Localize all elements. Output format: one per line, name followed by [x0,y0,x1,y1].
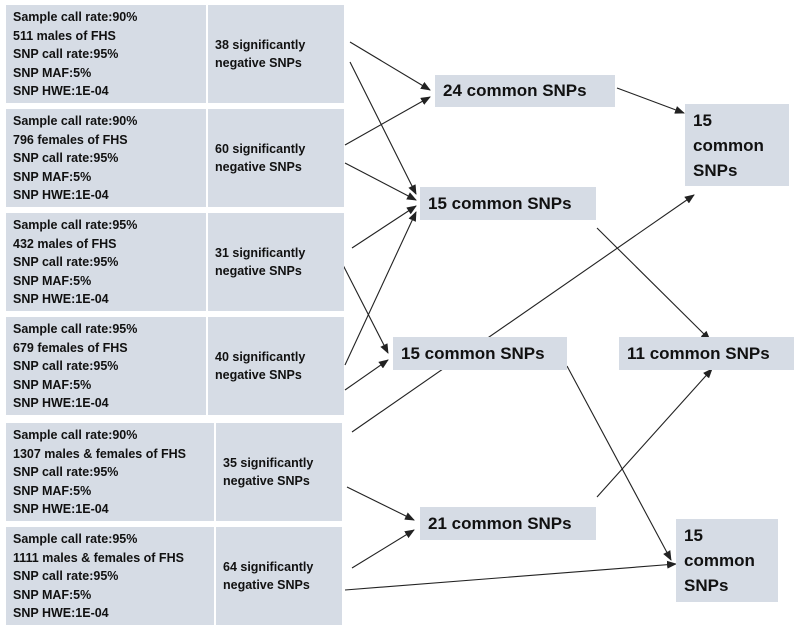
common-box-24: 24 common SNPs [435,75,615,107]
result-text: 64 significantly negative SNPs [223,560,314,592]
common-label: 15 common SNPs [428,193,572,213]
common-box-15a: 15 common SNPs [420,187,596,220]
criteria-line: 1307 males & females of FHS [13,446,186,461]
criteria-line: SNP HWE:1E-04 [13,396,109,410]
arrow-g1-to-c24 [349,41,431,91]
criteria-box-4: Sample call rate:95% 679 females of FHS … [6,317,206,415]
filter-group-6: Sample call rate:95% 1111 males & female… [6,527,342,625]
arrow-g5-to-c21 [346,486,415,521]
criteria-line: Sample call rate:95% [13,532,138,546]
criteria-line: Sample call rate:90% [13,428,138,442]
result-text: 35 significantly negative SNPs [223,456,314,488]
filter-group-1: Sample call rate:90% 511 males of FHS SN… [6,5,344,103]
common-box-21: 21 common SNPs [420,507,596,540]
result-text: 31 significantly negative SNPs [215,246,306,278]
criteria-line: SNP call rate:95% [13,569,119,583]
criteria-line: SNP MAF:5% [13,587,92,602]
criteria-line: SNP HWE:1E-04 [13,84,109,98]
arrow-g1-to-c15a [349,61,417,195]
result-text: 40 significantly negative SNPs [215,350,306,382]
common-label: 15 common SNPs [684,526,755,595]
criteria-box-6: Sample call rate:95% 1111 males & female… [6,527,214,625]
criteria-line: Sample call rate:95% [13,322,138,336]
criteria-line: SNP call rate:95% [13,465,119,479]
common-label: 11 common SNPs [627,343,770,363]
arrow-g3-to-c15a [351,205,417,249]
criteria-line: 1111 males & females of FHS [13,550,184,565]
result-box-6: 64 significantly negative SNPs [216,527,342,625]
arrow-c15a-to-c11 [596,227,711,341]
criteria-box-3: Sample call rate:95% 432 males of FHS SN… [6,213,206,311]
common-label: 21 common SNPs [428,513,572,533]
criteria-line: 511 males of FHS [13,28,116,43]
common-label: 15 common SNPs [401,343,545,363]
arrow-c15b-to-c15bottom [566,365,672,561]
result-box-4: 40 significantly negative SNPs [208,317,344,415]
arrow-g5-to-c15top [351,194,695,433]
arrow-g3-to-c15b [342,264,389,354]
criteria-line: SNP MAF:5% [13,483,92,498]
arrow-g6-to-c21 [351,529,415,569]
filter-group-2: Sample call rate:90% 796 females of FHS … [6,109,344,207]
criteria-box-1: Sample call rate:90% 511 males of FHS SN… [6,5,206,103]
filter-group-3: Sample call rate:95% 432 males of FHS SN… [6,213,344,311]
criteria-line: SNP MAF:5% [13,377,92,392]
filter-group-5: Sample call rate:90% 1307 males & female… [6,423,342,521]
common-label: 24 common SNPs [443,81,587,100]
arrow-g6-to-c15bottom [344,560,677,591]
result-box-3: 31 significantly negative SNPs [208,213,344,311]
criteria-line: Sample call rate:90% [13,10,138,24]
result-text: 60 significantly negative SNPs [215,142,306,174]
common-box-11: 11 common SNPs [619,337,794,370]
common-box-15b: 15 common SNPs [393,337,567,370]
arrow-c24-to-c15top [616,87,685,114]
arrow-g4-to-c15a [344,211,417,366]
criteria-line: SNP call rate:95% [13,359,119,373]
criteria-line: Sample call rate:90% [13,114,138,128]
criteria-line: Sample call rate:95% [13,218,138,232]
criteria-line: SNP call rate:95% [13,47,119,61]
criteria-line: SNP HWE:1E-04 [13,606,109,620]
result-box-1: 38 significantly negative SNPs [208,5,344,103]
criteria-line: 796 females of FHS [13,132,128,147]
arrow-g2-to-c15a [344,162,417,201]
arrow-c21-to-c11 [596,368,713,498]
criteria-line: SNP MAF:5% [13,273,92,288]
result-text: 38 significantly negative SNPs [215,38,306,70]
arrow-g4-to-c15b [344,359,389,391]
criteria-line: SNP HWE:1E-04 [13,188,109,202]
criteria-line: SNP MAF:5% [13,169,92,184]
result-box-5: 35 significantly negative SNPs [216,423,342,521]
criteria-line: 679 females of FHS [13,340,128,355]
criteria-box-2: Sample call rate:90% 796 females of FHS … [6,109,206,207]
criteria-line: SNP HWE:1E-04 [13,502,109,516]
criteria-line: 432 males of FHS [13,236,117,251]
common-label: 15 common SNPs [693,111,764,180]
criteria-line: SNP MAF:5% [13,65,92,80]
criteria-line: SNP HWE:1E-04 [13,292,109,306]
filter-group-4: Sample call rate:95% 679 females of FHS … [6,317,344,415]
common-box-15-bottom: 15 common SNPs [676,519,778,602]
arrow-g2-to-c24 [344,96,431,146]
common-box-15-top: 15 common SNPs [685,104,789,186]
criteria-line: SNP call rate:95% [13,151,119,165]
criteria-box-5: Sample call rate:90% 1307 males & female… [6,423,214,521]
criteria-line: SNP call rate:95% [13,255,119,269]
result-box-2: 60 significantly negative SNPs [208,109,344,207]
